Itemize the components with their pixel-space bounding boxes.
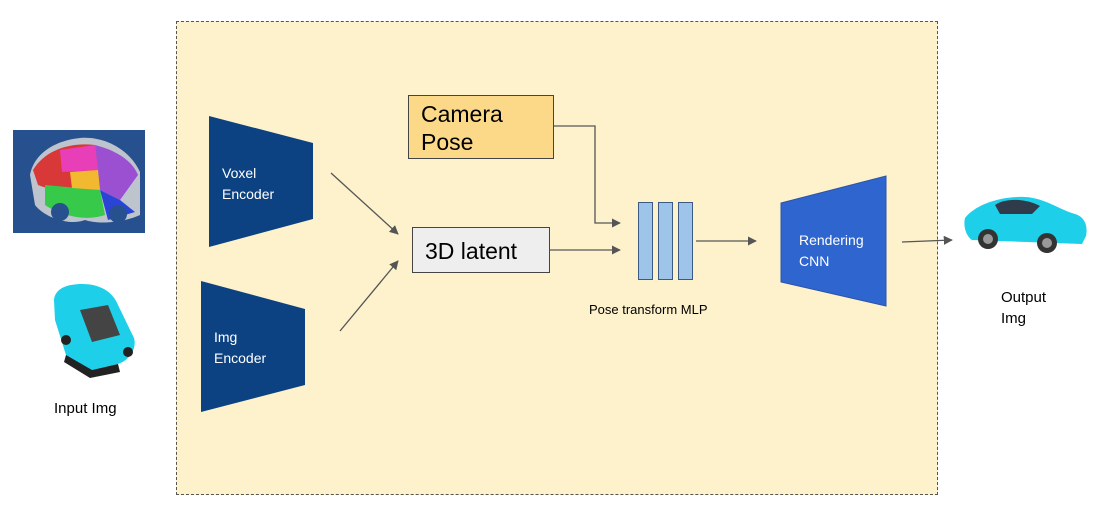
output-img-caption: Output Img (1001, 287, 1046, 329)
img-encoder-shape (201, 281, 305, 412)
mlp-caption: Pose transform MLP (589, 302, 708, 317)
output-caption-line2: Img (1001, 310, 1027, 327)
camera-pose-line1: Camera (421, 101, 503, 127)
arrow-voxel-to-latent (330, 172, 399, 235)
input-car-icon (54, 284, 135, 378)
mlp-layer-3 (678, 202, 693, 280)
arrow-rendering-to-output (901, 235, 953, 245)
input-img-caption: Input Img (54, 400, 117, 417)
rendering-cnn-label: Rendering CNN (799, 230, 864, 272)
arrow-img-to-latent (339, 260, 399, 332)
img-encoder-line1: Img (214, 329, 238, 345)
voxel-encoder-label: Voxel Encoder (222, 163, 274, 205)
output-caption-line1: Output (1001, 289, 1047, 306)
rendering-cnn-line2: CNN (799, 253, 830, 269)
img-encoder-label: Img Encoder (214, 327, 266, 369)
latent-box: 3D latent (412, 227, 550, 273)
rendering-cnn-shape (780, 175, 887, 307)
voxel-car-icon (13, 130, 145, 233)
output-car-icon (964, 196, 1087, 253)
arrow-camera-to-mlp (554, 125, 621, 228)
voxel-encoder-line1: Voxel (222, 165, 257, 181)
camera-pose-line2: Pose (421, 129, 474, 155)
camera-pose-box: Camera Pose (408, 95, 554, 159)
rendering-cnn-line1: Rendering (799, 232, 864, 248)
mlp-layer-2 (658, 202, 673, 280)
img-encoder-line2: Encoder (214, 350, 267, 366)
mlp-layer-1 (638, 202, 653, 280)
latent-label: 3D latent (425, 238, 518, 264)
voxel-encoder-line2: Encoder (222, 186, 275, 202)
voxel-encoder-shape (209, 116, 313, 247)
